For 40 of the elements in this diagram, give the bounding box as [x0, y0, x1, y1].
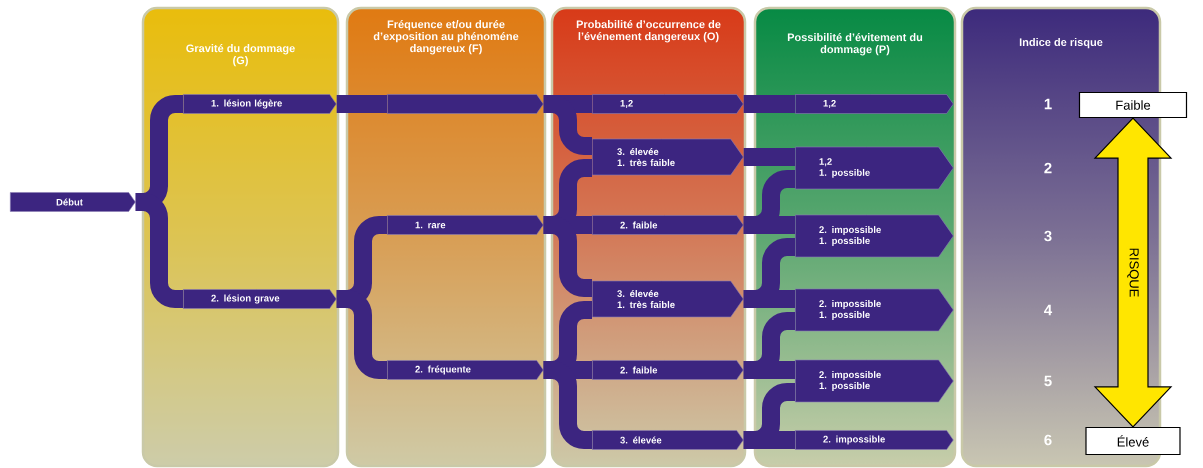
chevron-box: 2. impossible 1. possible [795, 288, 954, 332]
chevron-box: 1,2 1. possible [795, 146, 954, 190]
flow-connector [743, 290, 795, 308]
chevron-box: 2. lésion grave [183, 289, 337, 309]
flow-connector [743, 95, 795, 113]
chevron-box: 3. élevée 1. très faible [592, 138, 744, 176]
chevron-box: 2. fréquente [387, 360, 544, 380]
flow-connector [336, 290, 388, 379]
chevron-box: 1,2 [795, 94, 954, 114]
chevron-box: 2. impossible 1. possible [795, 214, 954, 258]
chevron-box [387, 94, 544, 114]
chevron-box: 2. faible [592, 360, 744, 380]
chevron-box: 2. impossible [795, 430, 954, 450]
chevron-box: 1. lésion légère [183, 94, 337, 114]
risk-index-number: 3 [1044, 230, 1052, 242]
risk-index-number: 2 [1044, 162, 1052, 174]
chevron-box: 3. élevée 1. très faible [592, 280, 744, 318]
chevron-box: 1. rare [387, 215, 544, 235]
chevron-box: 2. impossible 1. possible [795, 359, 954, 403]
edge-label: RISQUE [1126, 246, 1140, 299]
flow-connector [743, 361, 795, 379]
risk-index-number: 5 [1044, 375, 1052, 387]
chevron-box: 3. élevée [592, 430, 744, 450]
chevron-box: Début [10, 192, 136, 212]
risk-index-number: 6 [1044, 434, 1052, 446]
flow-connector [743, 431, 795, 449]
level-box: Faible [1078, 91, 1188, 119]
risk-index-number: 4 [1044, 304, 1053, 316]
risk-index-number: 1 [1044, 98, 1052, 110]
double-arrow [1093, 117, 1173, 428]
flow-connector [134, 193, 184, 308]
flow-connector [543, 361, 593, 449]
chevron-box: 2. faible [592, 215, 744, 235]
flow-connector [336, 95, 387, 113]
flow-connector [543, 216, 593, 297]
flow-connector [743, 216, 795, 234]
chevron-box: 1,2 [592, 94, 744, 114]
flow-connector [543, 95, 593, 155]
flow-connector [743, 148, 795, 166]
level-box: Élevé [1085, 426, 1181, 456]
